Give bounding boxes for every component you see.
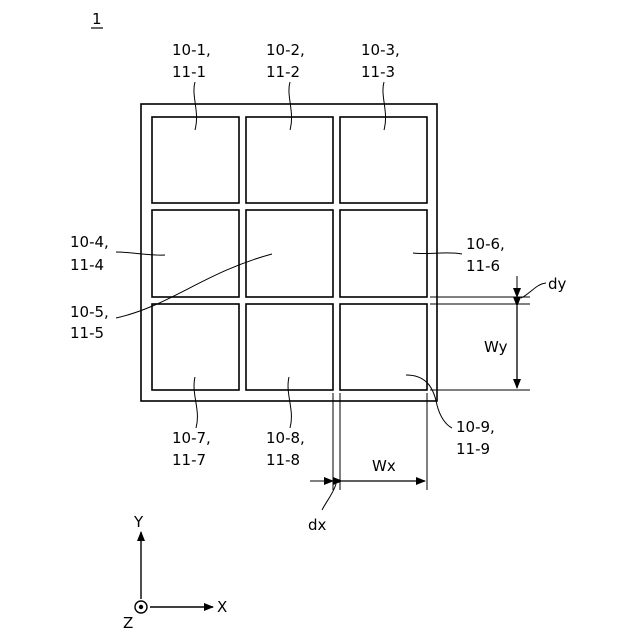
cell-2 — [246, 117, 333, 203]
leader-line-1 — [194, 82, 197, 130]
cell-4-sublabel: 11-4 — [70, 256, 104, 274]
cell-9 — [340, 304, 427, 390]
cell-6-sublabel: 11-6 — [466, 257, 500, 275]
figure-ref-label: 1 — [92, 10, 102, 28]
z-axis-label: Z — [123, 614, 133, 632]
cell-5 — [246, 210, 333, 297]
cell-2-sublabel: 11-2 — [266, 63, 300, 81]
cell-9-label: 10-9, — [456, 418, 495, 436]
dx-label: dx — [308, 516, 327, 534]
wy-label: Wy — [484, 338, 508, 356]
dy-label: dy — [548, 275, 567, 293]
cell-4 — [152, 210, 239, 297]
cell-3-sublabel: 11-3 — [361, 63, 395, 81]
wx-label: Wx — [372, 457, 396, 475]
cell-1-label: 10-1, — [172, 41, 211, 59]
leader-line-3 — [383, 82, 386, 130]
z-axis-dot — [139, 605, 143, 609]
cell-7-sublabel: 11-7 — [172, 451, 206, 469]
leader-line-2 — [289, 82, 292, 130]
cell-7 — [152, 304, 239, 390]
cell-8-sublabel: 11-8 — [266, 451, 300, 469]
cell-8-label: 10-8, — [266, 429, 305, 447]
cell-7-label: 10-7, — [172, 429, 211, 447]
dy-leader-line — [521, 283, 546, 298]
dx-leader-line — [322, 484, 336, 510]
cell-9-sublabel: 11-9 — [456, 440, 490, 458]
leader-line-7 — [194, 377, 197, 428]
leader-line-8 — [288, 377, 291, 428]
cell-5-sublabel: 11-5 — [70, 324, 104, 342]
cell-3-label: 10-3, — [361, 41, 400, 59]
cell-1-sublabel: 11-1 — [172, 63, 206, 81]
cell-3 — [340, 117, 427, 203]
cell-4-label: 10-4, — [70, 233, 109, 251]
cell-8 — [246, 304, 333, 390]
x-axis-label: X — [217, 598, 227, 616]
y-axis-label: Y — [133, 513, 144, 531]
cell-5-label: 10-5, — [70, 303, 109, 321]
array-frame — [141, 104, 437, 401]
cell-6-label: 10-6, — [466, 235, 505, 253]
cell-2-label: 10-2, — [266, 41, 305, 59]
leader-line-5 — [116, 254, 272, 318]
